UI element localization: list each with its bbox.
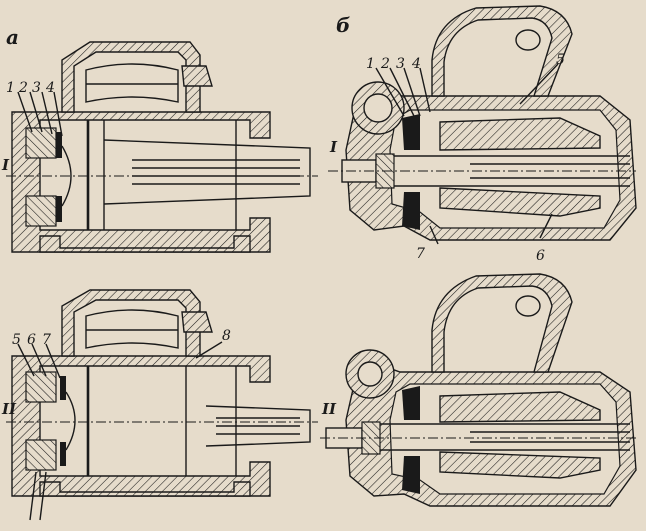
view-a-section-II [6, 289, 318, 521]
view-b-section-II [320, 273, 637, 507]
callout-top-right-3: 3 [396, 56, 405, 72]
callout-top-left-3: 3 [32, 80, 41, 96]
view-a-section-I [6, 41, 318, 253]
panel-tag-b: б [336, 13, 350, 37]
callout-top-right-7: 7 [416, 246, 425, 262]
callout-bottom-left-8: 8 [222, 328, 231, 344]
callout-top-left-1: 1 [6, 80, 15, 96]
callout-top-right-4: 4 [411, 56, 421, 72]
callout-bottom-left-7: 7 [42, 332, 51, 348]
section-mark-bottom-left: II [1, 400, 17, 418]
callout-bottom-left-5: 5 [12, 332, 21, 348]
section-mark-top-left: I [1, 156, 10, 174]
section-mark-bottom-right: II [321, 400, 337, 418]
callout-top-right-1: 1 [366, 56, 375, 72]
section-mark-top-right: I [329, 138, 338, 156]
callout-bottom-left-6: 6 [27, 332, 36, 348]
view-b-section-I [328, 5, 637, 245]
callout-top-left-4: 4 [45, 80, 55, 96]
callout-top-right-2: 2 [380, 56, 390, 72]
panel-tag-a: a [6, 25, 19, 49]
callout-top-left-2: 2 [18, 80, 28, 96]
callout-top-right-6: 6 [536, 248, 545, 264]
callout-top-right-5: 5 [556, 52, 565, 68]
